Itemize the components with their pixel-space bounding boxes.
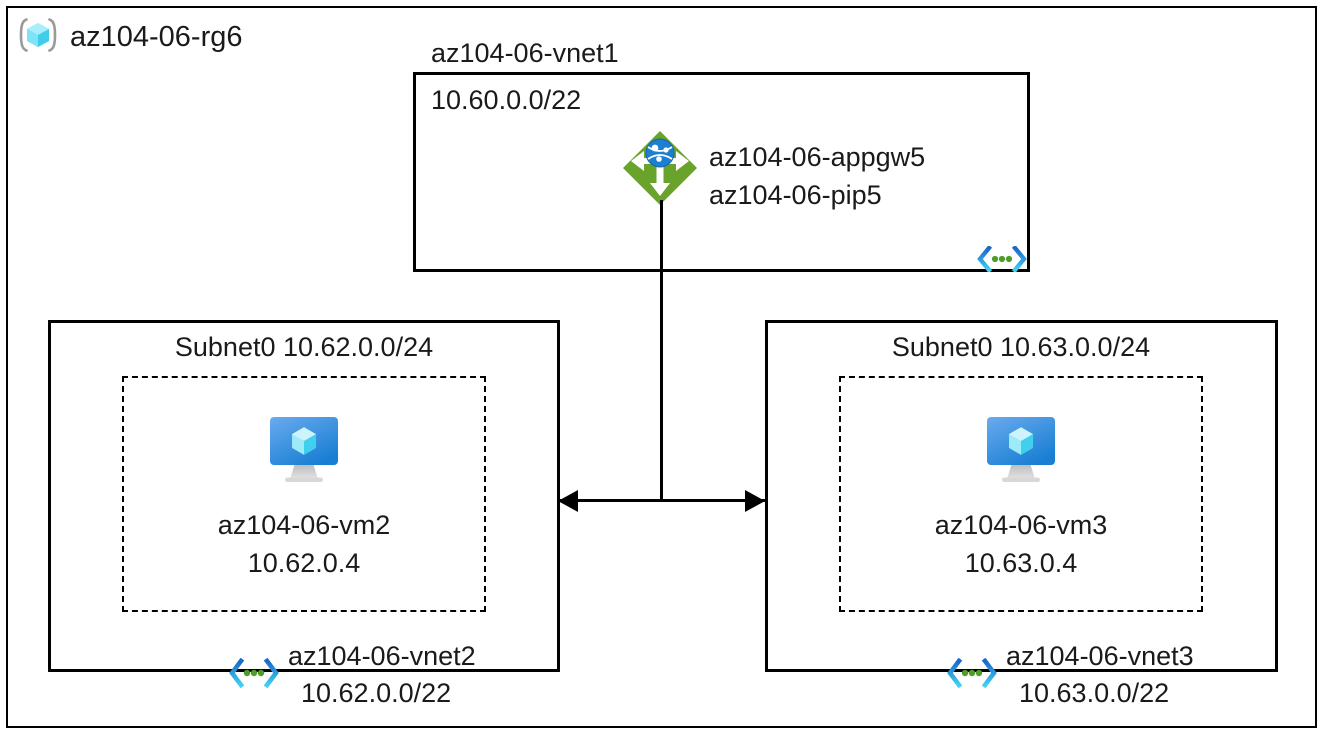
spoke-vnet2-vm-name: az104-06-vm2	[217, 510, 391, 540]
hub-vnet-name: az104-06-vnet1	[431, 38, 619, 68]
hub-vnet-box	[413, 72, 1030, 272]
spoke-vnet3-virtual-machine-icon[interactable]	[979, 413, 1063, 492]
spoke-vnet3-address-space: 10.63.0.0/22	[1019, 678, 1170, 708]
peering-arrow-line	[560, 499, 765, 502]
hub-vnet-address-space: 10.60.0.0/22	[431, 85, 582, 115]
hub-virtual-network-icon[interactable]	[976, 244, 1028, 277]
spoke-vnet3-virtual-network-icon[interactable]	[946, 657, 998, 693]
resource-group-boundary	[6, 6, 1317, 728]
spoke-vnet2-vm-ip: 10.62.0.4	[247, 548, 361, 578]
spoke-vnet2-virtual-machine-icon[interactable]	[262, 413, 346, 492]
resource-group-header: az104-06-rg6	[18, 17, 243, 58]
peering-arrow-head-left	[558, 489, 578, 512]
spoke-vnet3-vm-name: az104-06-vm3	[934, 510, 1108, 540]
resource-group-name: az104-06-rg6	[70, 21, 243, 53]
spoke-vnet3-subnet-label: Subnet0 10.63.0.0/24	[891, 332, 1151, 362]
spoke-vnet2-subnet-boundary	[122, 376, 486, 612]
spoke-vnet2-subnet-label: Subnet0 10.62.0.0/24	[174, 332, 434, 362]
application-gateway-icon[interactable]	[618, 128, 702, 213]
application-gateway-name: az104-06-appgw5	[709, 142, 926, 172]
peering-arrow-head-right	[745, 489, 765, 512]
resource-group-cube-icon	[18, 17, 58, 58]
spoke-vnet2-address-space: 10.62.0.0/22	[301, 678, 452, 708]
spoke-vnet3-vm-ip: 10.63.0.4	[964, 548, 1078, 578]
public-ip-name: az104-06-pip5	[709, 180, 882, 210]
gateway-to-peering-link	[660, 200, 663, 501]
spoke-vnet2-name: az104-06-vnet2	[288, 641, 476, 671]
spoke-vnet3-box	[765, 320, 1278, 672]
spoke-vnet3-subnet-boundary	[839, 376, 1203, 612]
spoke-vnet3-name: az104-06-vnet3	[1006, 641, 1194, 671]
spoke-vnet2-virtual-network-icon[interactable]	[228, 657, 280, 693]
